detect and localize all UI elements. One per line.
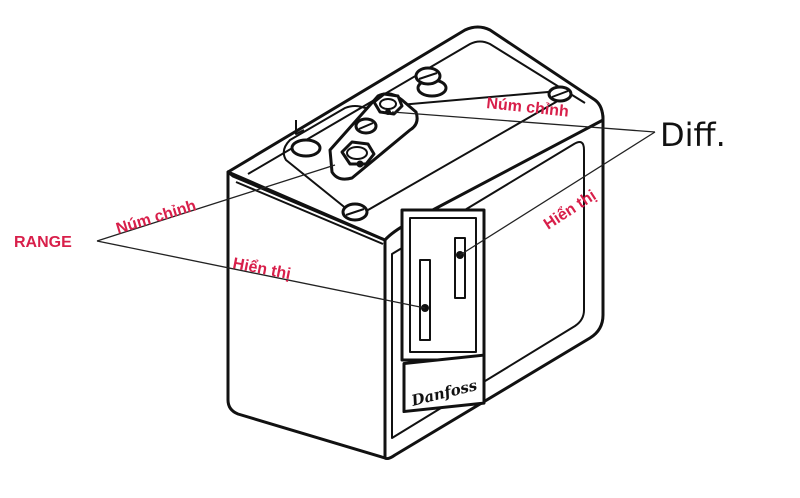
scale-window-inner: [409, 217, 477, 353]
front-cover-recess: [391, 141, 585, 439]
label-range: RANGE: [14, 234, 72, 251]
label-range-knob: Núm chỉnh: [114, 197, 198, 237]
cover-plate-tab: [295, 120, 305, 135]
housing-top-rim: [247, 40, 586, 175]
label-diff: Diff.: [660, 116, 726, 154]
cable-entry-hole: [290, 138, 322, 158]
housing-edge-bevel: [235, 181, 384, 245]
range-adjust-knob: [340, 140, 376, 168]
screw-center: [354, 117, 378, 135]
brand-logo: Danfoss: [402, 353, 486, 414]
screw-top-left: [414, 66, 442, 86]
screw-right: [547, 85, 573, 103]
screw-front: [341, 202, 369, 222]
scale-window: [400, 208, 486, 362]
housing-top-face: [226, 25, 605, 242]
range-scale-slot: [419, 259, 431, 341]
diff-adjust-knob: [372, 92, 404, 116]
housing-front-face: [226, 170, 387, 460]
leader-lines: [96, 111, 656, 309]
diff-scale-slot: [454, 237, 466, 299]
